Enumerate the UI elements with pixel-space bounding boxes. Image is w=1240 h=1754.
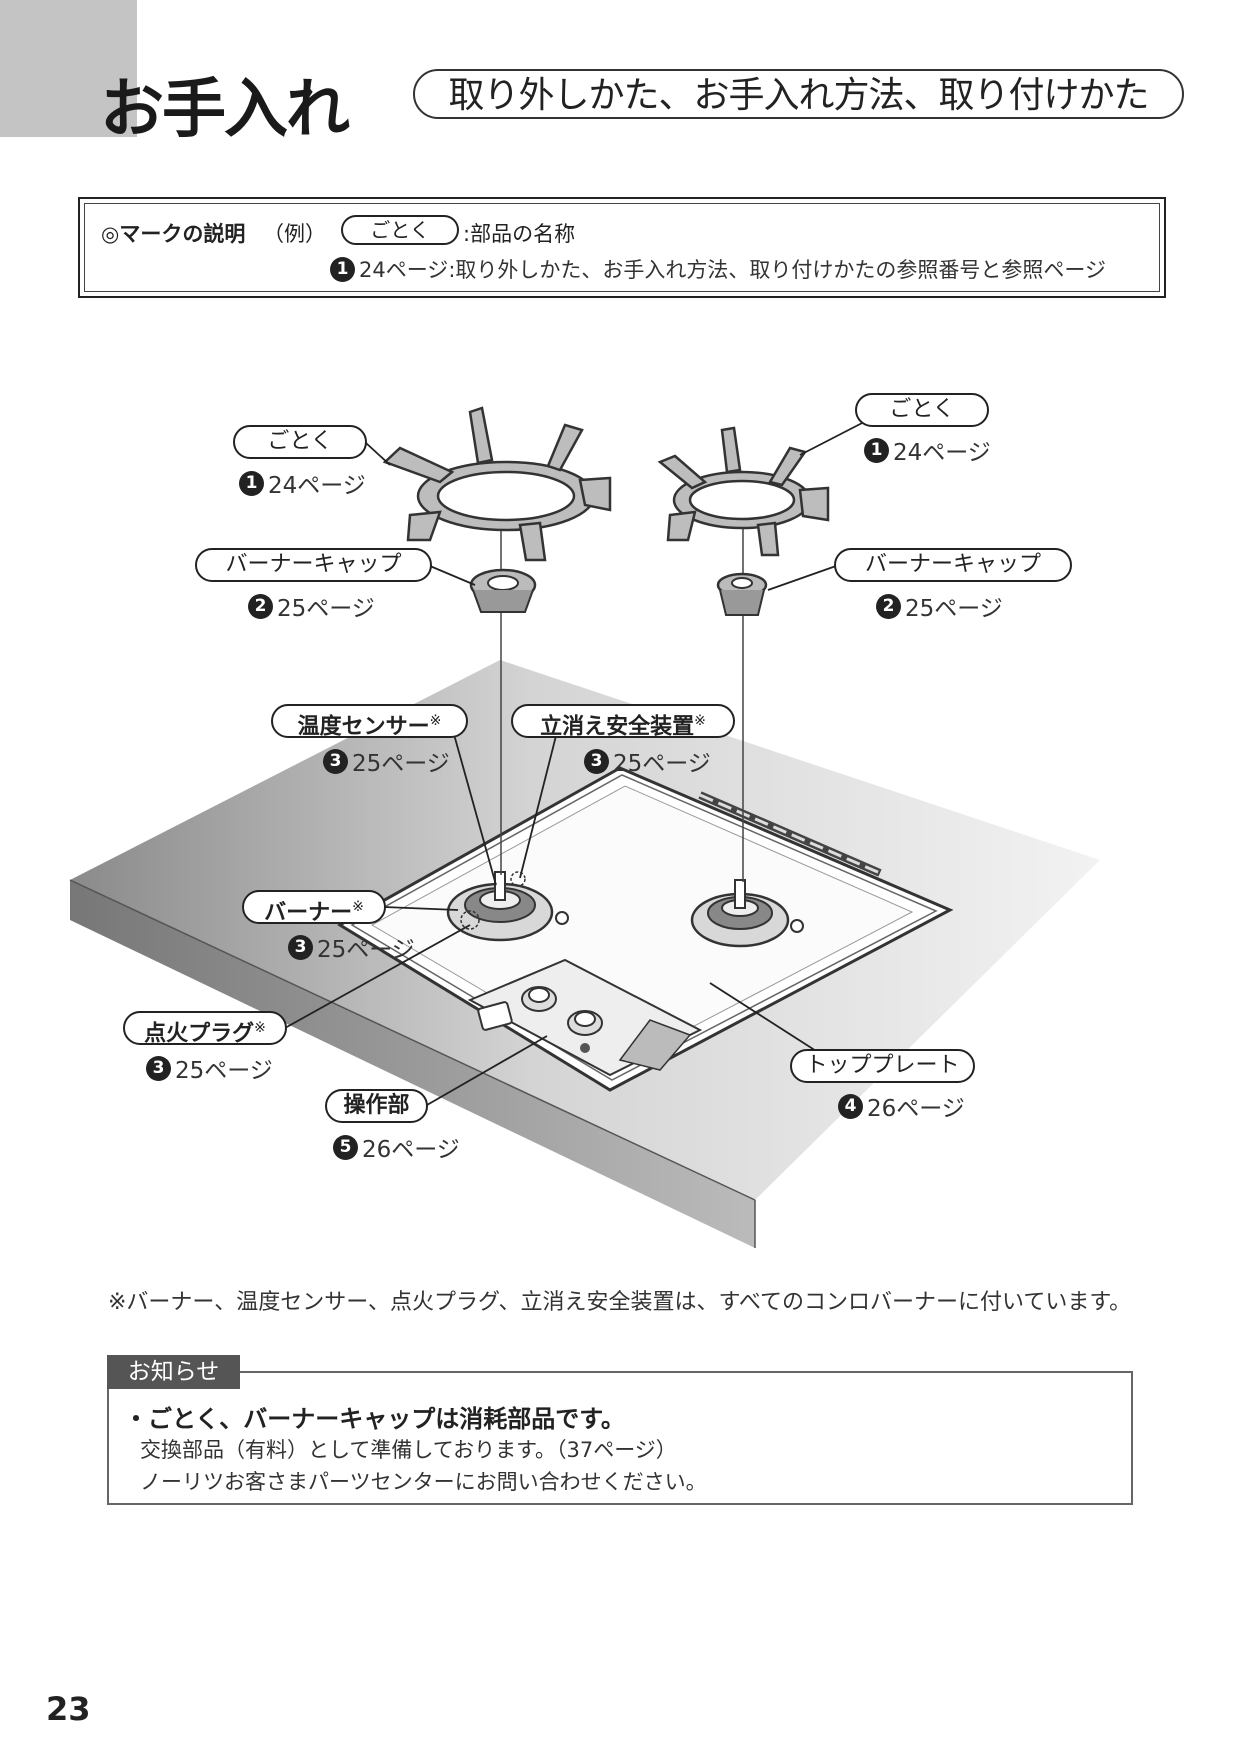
left-gotoku (382, 406, 612, 562)
notice-tab: お知らせ (107, 1355, 240, 1389)
label-ignition-plug: 点火プラグ※ (123, 1011, 287, 1047)
ref-burner: 3 25ページ (288, 930, 415, 964)
label-burner: バーナー※ (242, 890, 386, 926)
ref-control-panel: 5 26ページ (333, 1130, 460, 1164)
ref-page: 25ページ (277, 596, 375, 622)
notice-line-2: 交換部品（有料）として準備しております。（37ページ） (140, 1438, 677, 1462)
footnote: ※バーナー、温度センサー、点火プラグ、立消え安全装置は、すべてのコンロバーナーに… (108, 1290, 1132, 1315)
legend-example-pill: ごとく (341, 215, 459, 245)
label-burner-cap-right: バーナーキャップ (834, 548, 1072, 582)
ref-number-icon: 3 (584, 748, 609, 774)
asterisk-mark: ※ (429, 713, 442, 729)
label-gotoku-left: ごとく (233, 425, 367, 459)
page-title: お手入れ (100, 73, 350, 147)
ref-page: 25ページ (352, 751, 450, 777)
control-panel (467, 958, 703, 1077)
ref-page: 25ページ (613, 751, 711, 777)
ref-ignition-plug: 3 25ページ (146, 1051, 273, 1085)
label-gotoku-right: ごとく (855, 393, 989, 427)
cooktop-illustration (69, 406, 1240, 1248)
ref-number-icon: 3 (323, 748, 348, 774)
ref-temp-sensor: 3 25ページ (323, 744, 450, 778)
legend-ref-number-icon: 1 (330, 256, 355, 282)
ref-gotoku-left: 1 24ページ (239, 466, 366, 500)
ref-burner-cap-left: 2 25ページ (248, 589, 375, 623)
ref-number-icon: 4 (838, 1093, 863, 1119)
ref-page: 24ページ (893, 440, 991, 466)
legend-heading: ◎マークの説明 (101, 222, 246, 246)
asterisk-mark: ※ (352, 899, 364, 915)
notice-line-3: ノーリツお客さまパーツセンターにお問い合わせください。 (140, 1470, 707, 1494)
asterisk-mark: ※ (254, 1020, 266, 1036)
ref-number-icon: 1 (239, 470, 264, 496)
left-burner-cap (469, 568, 537, 613)
legend-ref-desc: :取り外しかた、お手入れ方法、取り付けかたの参照番号と参照ページ (448, 258, 1106, 282)
ref-top-plate: 4 26ページ (838, 1089, 965, 1123)
legend-example-desc: :部品の名称 (463, 222, 576, 246)
ref-number-icon: 2 (248, 593, 273, 619)
legend-ref: 1 24ページ :取り外しかた、お手入れ方法、取り付けかたの参照番号と参照ページ (330, 254, 1106, 284)
notice-box (107, 1371, 1133, 1505)
ref-gotoku-right: 1 24ページ (864, 433, 991, 467)
header-gray-tab (0, 0, 137, 137)
ref-page: 25ページ (317, 937, 415, 963)
ref-number-icon: 2 (876, 593, 901, 619)
right-gotoku (657, 426, 830, 557)
legend-inner-frame: ◎マークの説明 （例） ごとく :部品の名称 1 24ページ :取り外しかた、お… (84, 203, 1160, 292)
ref-number-icon: 5 (333, 1134, 358, 1160)
label-text: 点火プラグ (144, 1021, 255, 1047)
ref-page: 26ページ (362, 1137, 460, 1163)
ref-number-icon: 3 (288, 934, 313, 960)
label-control-panel: 操作部 (325, 1089, 428, 1123)
ref-page: 25ページ (905, 596, 1003, 622)
legend-example-label: （例） (263, 222, 326, 246)
label-text: 立消え安全装置 (540, 714, 695, 740)
label-burner-cap-left: バーナーキャップ (195, 548, 432, 582)
right-burner-cap (716, 572, 768, 616)
ref-number-icon: 3 (146, 1055, 171, 1081)
page-number: 23 (46, 1690, 91, 1728)
ref-page: 25ページ (175, 1058, 273, 1084)
right-burner-base (690, 879, 804, 948)
label-safety-device: 立消え安全装置※ (511, 704, 735, 740)
ref-safety-device: 3 25ページ (584, 744, 711, 778)
notice-line-1: ・ごとく、バーナーキャップは消耗部品です。 (124, 1405, 625, 1433)
ref-number-icon: 1 (864, 437, 889, 463)
left-burner-base (446, 871, 569, 942)
label-temp-sensor: 温度センサー※ (271, 704, 468, 740)
asterisk-mark: ※ (694, 713, 706, 729)
page-subtitle: 取り外しかた、お手入れ方法、取り付けかた (413, 69, 1184, 119)
ref-page: 26ページ (867, 1096, 965, 1122)
label-text: バーナー (264, 900, 353, 926)
label-text: 温度センサー (297, 714, 430, 740)
legend-box: ◎マークの説明 （例） ごとく :部品の名称 1 24ページ :取り外しかた、お… (78, 197, 1166, 298)
label-top-plate: トッププレート (790, 1049, 975, 1083)
ref-burner-cap-right: 2 25ページ (876, 589, 1003, 623)
legend-ref-page: 24ページ (359, 258, 449, 282)
ref-page: 24ページ (268, 473, 366, 499)
